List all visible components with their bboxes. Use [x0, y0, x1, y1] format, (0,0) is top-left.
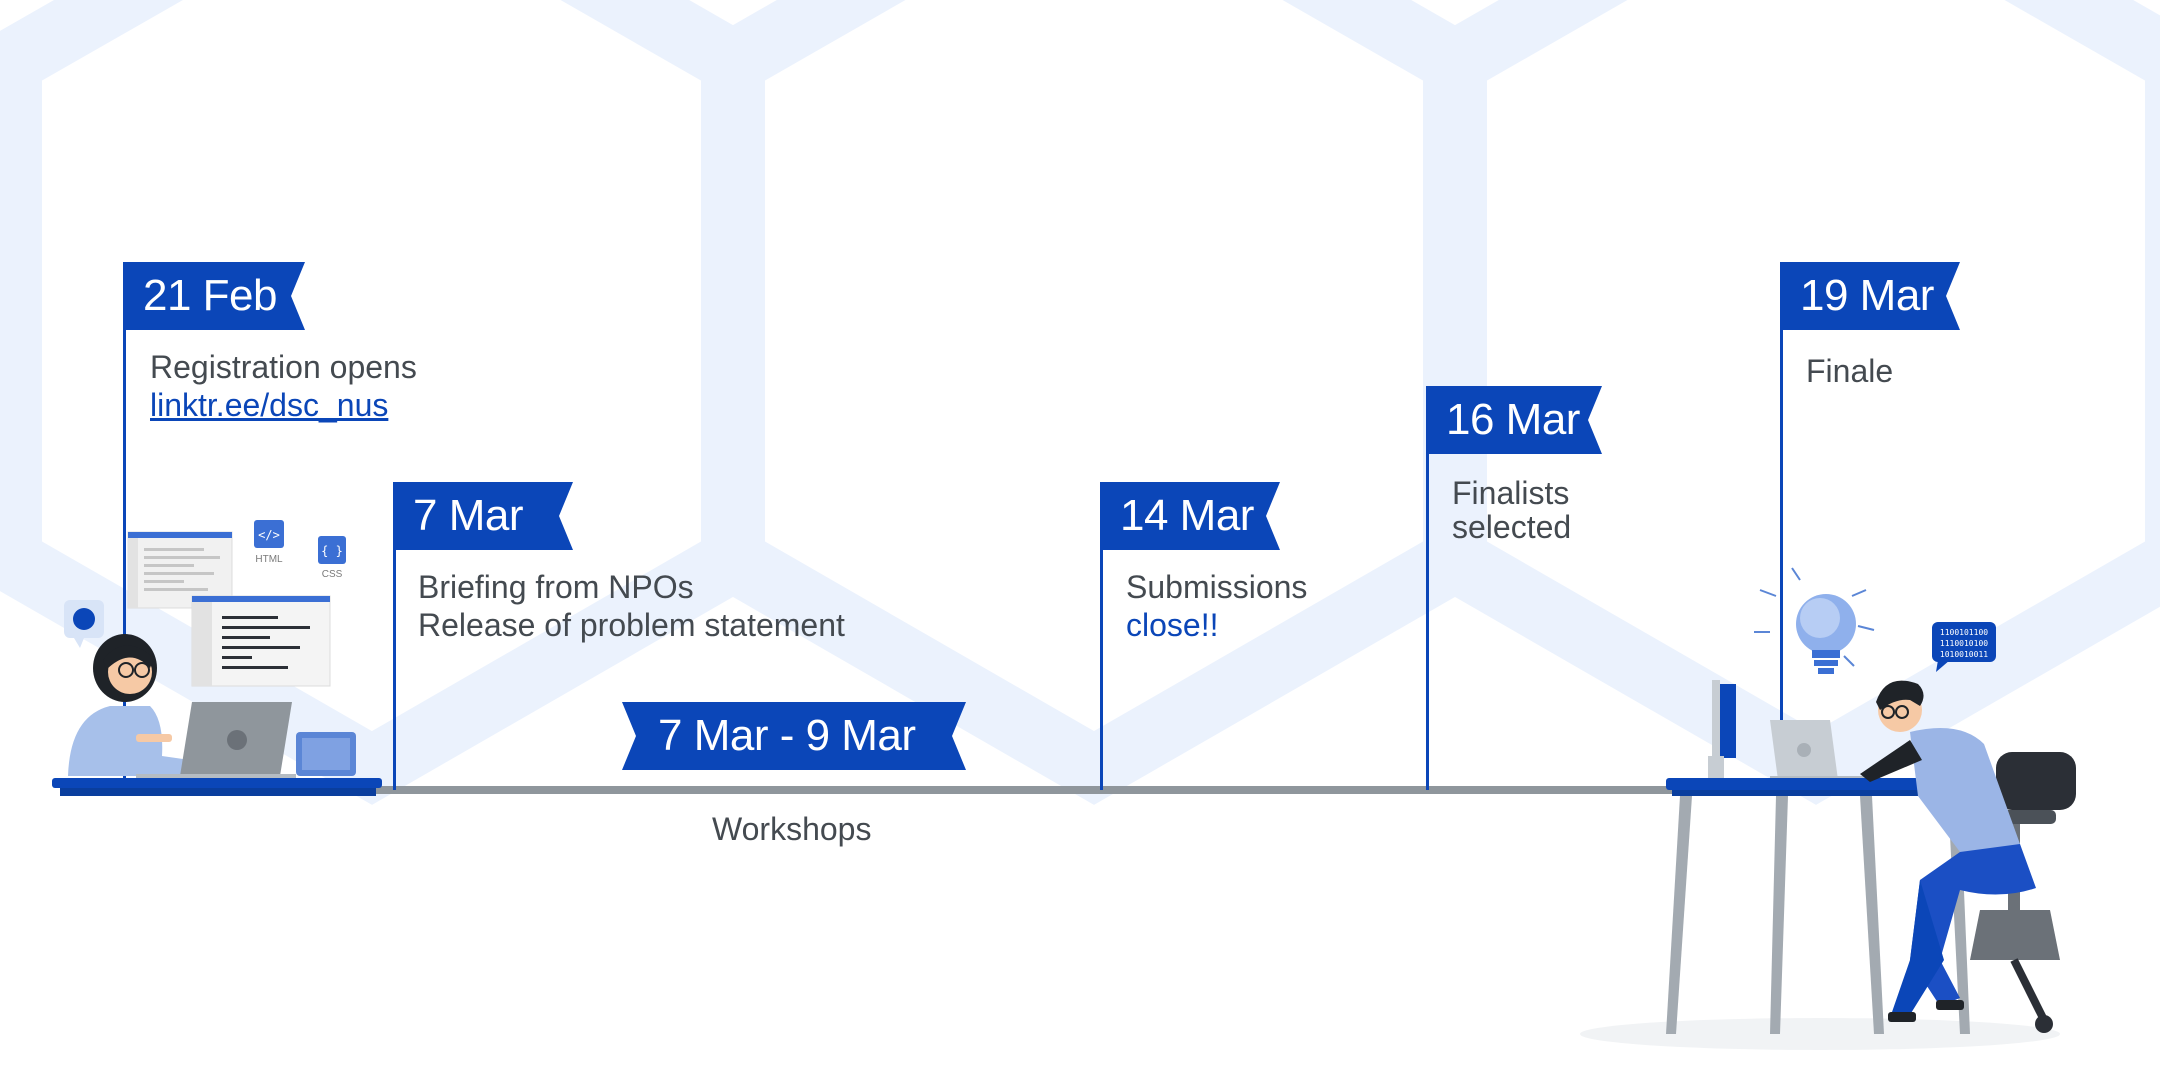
- event-16-mar-description: Finalists selected: [1452, 476, 1571, 544]
- binary-code-bubble-icon: 1100101100 1110010100 1010010011: [1932, 622, 1996, 672]
- flag-pole-16-mar: [1426, 386, 1429, 790]
- briefing-text: Briefing from NPOs: [418, 569, 694, 605]
- monitor-icon: [1708, 680, 1736, 780]
- registration-opens-text: Registration opens: [150, 349, 417, 385]
- flag-pole-7-mar: [393, 482, 396, 790]
- floor-shadow: [1580, 1018, 2060, 1050]
- date-flag-workshops: 7 Mar - 9 Mar: [622, 702, 966, 770]
- date-flag-16-mar: 16 Mar: [1426, 386, 1602, 454]
- event-7-mar-description: Briefing from NPOs Release of problem st…: [418, 568, 845, 644]
- svg-text:1110010100: 1110010100: [1940, 639, 1988, 648]
- flag-pole-21-feb: [123, 262, 126, 790]
- light-bulb-icon: [1754, 567, 1875, 674]
- svg-text:{ }: { }: [321, 544, 343, 558]
- registration-link[interactable]: linktr.ee/dsc_nus: [150, 387, 389, 423]
- date-flag-14-mar: 14 Mar: [1100, 482, 1280, 550]
- left-desk: [52, 778, 382, 788]
- svg-text:HTML: HTML: [255, 554, 283, 565]
- date-flag-7-mar: 7 Mar: [393, 482, 573, 550]
- code-window-1: [127, 531, 233, 609]
- speech-bubble-icon: [64, 600, 104, 648]
- workshops-label: Workshops: [712, 811, 872, 847]
- woman-figure: [68, 634, 190, 776]
- right-desk: [1666, 778, 1972, 1034]
- left-illustration: </> HTML { } CSS: [52, 520, 382, 796]
- css-badge: { } CSS: [318, 536, 346, 580]
- date-flag-21-feb: 21 Feb: [123, 262, 305, 330]
- event-14-mar-description: Submissions close!!: [1126, 568, 1307, 644]
- problem-statement-text: Release of problem statement: [418, 607, 845, 643]
- tablet-icon: [296, 732, 356, 776]
- submissions-text: Submissions: [1126, 569, 1308, 605]
- flag-pole-14-mar: [1100, 482, 1103, 790]
- event-19-mar-description: Finale: [1806, 352, 1893, 390]
- event-21-feb-description: Registration opens linktr.ee/dsc_nus: [150, 348, 417, 424]
- finalists-text: Finalists: [1452, 475, 1570, 511]
- date-flag-19-mar: 19 Mar: [1780, 262, 1960, 330]
- close-text: close!!: [1126, 607, 1219, 643]
- finale-text: Finale: [1806, 353, 1894, 389]
- selected-text: selected: [1452, 509, 1572, 545]
- timeline-axis: [370, 786, 1680, 794]
- svg-text:1100101100: 1100101100: [1940, 628, 1988, 637]
- laptop-icon: [136, 702, 296, 780]
- man-figure: [1860, 680, 2036, 1022]
- html-badge: </> HTML: [254, 520, 284, 565]
- flag-pole-19-mar: [1780, 262, 1783, 790]
- right-illustration: 1100101100 1110010100 1010010011: [1580, 567, 2076, 1050]
- svg-text:</>: </>: [258, 528, 280, 542]
- svg-text:1010010011: 1010010011: [1940, 650, 1988, 659]
- code-window-2: [191, 595, 331, 687]
- svg-text:CSS: CSS: [322, 569, 343, 580]
